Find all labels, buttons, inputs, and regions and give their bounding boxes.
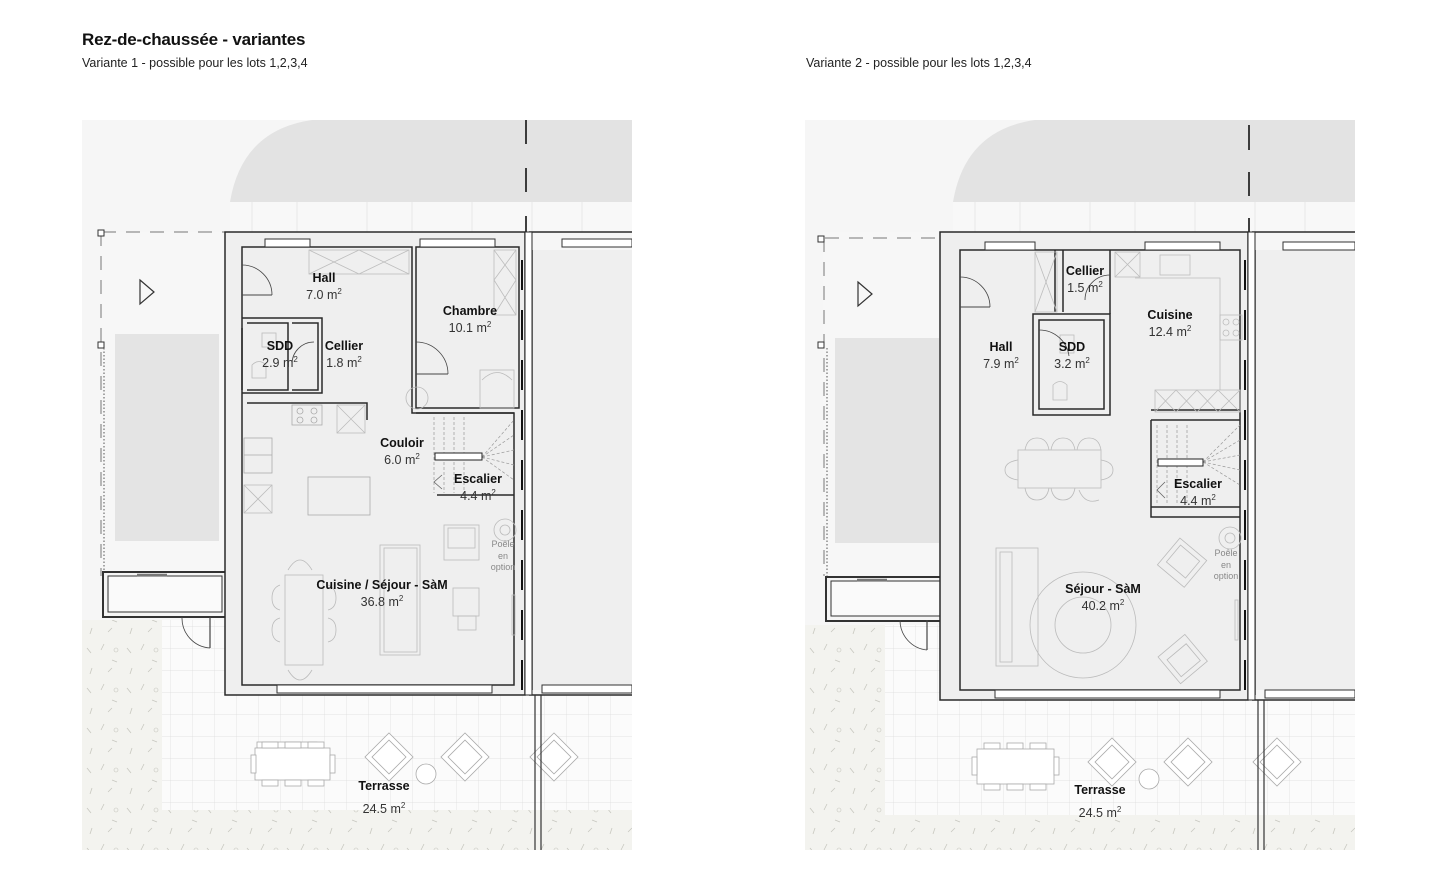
floor-plan-drawing [82, 120, 632, 850]
room-label-cuisine: Cuisine 12.4 m2 [1147, 308, 1193, 339]
room-label-cellier: Cellier 1.8 m2 [324, 339, 364, 370]
room-label-cuisine-sejour-sam: Cuisine / Séjour - SàM 36.8 m2 [316, 578, 448, 609]
room-label-terrasse: Terrasse 24.5 m2 [358, 779, 410, 816]
floor-plan-drawing [805, 120, 1355, 850]
stove-note: Poêle en option [1213, 548, 1239, 582]
room-label-sdd: SDD 3.2 m2 [1054, 340, 1090, 371]
room-label-sdd: SDD 2.9 m2 [262, 339, 298, 370]
room-label-sejour-sam: Séjour - SàM 40.2 m2 [1065, 582, 1141, 613]
room-label-couloir: Couloir 6.0 m2 [380, 436, 424, 467]
room-label-escalier: Escalier 4.4 m2 [1174, 477, 1222, 508]
stove-note: Poêle en option [490, 539, 516, 573]
room-label-hall: Hall 7.9 m2 [983, 340, 1019, 371]
page-title: Rez-de-chaussée - variantes [82, 30, 306, 49]
room-label-cellier: Cellier 1.5 m2 [1065, 264, 1105, 295]
variant-2-subtitle: Variante 2 - possible pour les lots 1,2,… [806, 56, 1032, 70]
parking-space [115, 334, 219, 541]
entry-arrow-icon [857, 280, 873, 308]
room-label-chambre: Chambre 10.1 m2 [442, 304, 498, 335]
floor-plan-variant-2: Cellier 1.5 m2 Cuisine 12.4 m2 Hall 7.9 … [805, 120, 1355, 850]
floor-plan-variant-1: Hall 7.0 m2 SDD 2.9 m2 Cellier 1.8 m2 Ch… [82, 120, 632, 850]
room-label-terrasse: Terrasse 24.5 m2 [1074, 783, 1126, 820]
room-label-escalier: Escalier 4.4 m2 [454, 472, 502, 503]
parking-space [835, 338, 939, 543]
entry-arrow-icon [139, 278, 155, 306]
variant-1-subtitle: Variante 1 - possible pour les lots 1,2,… [82, 56, 308, 70]
room-label-hall: Hall 7.0 m2 [306, 271, 342, 302]
